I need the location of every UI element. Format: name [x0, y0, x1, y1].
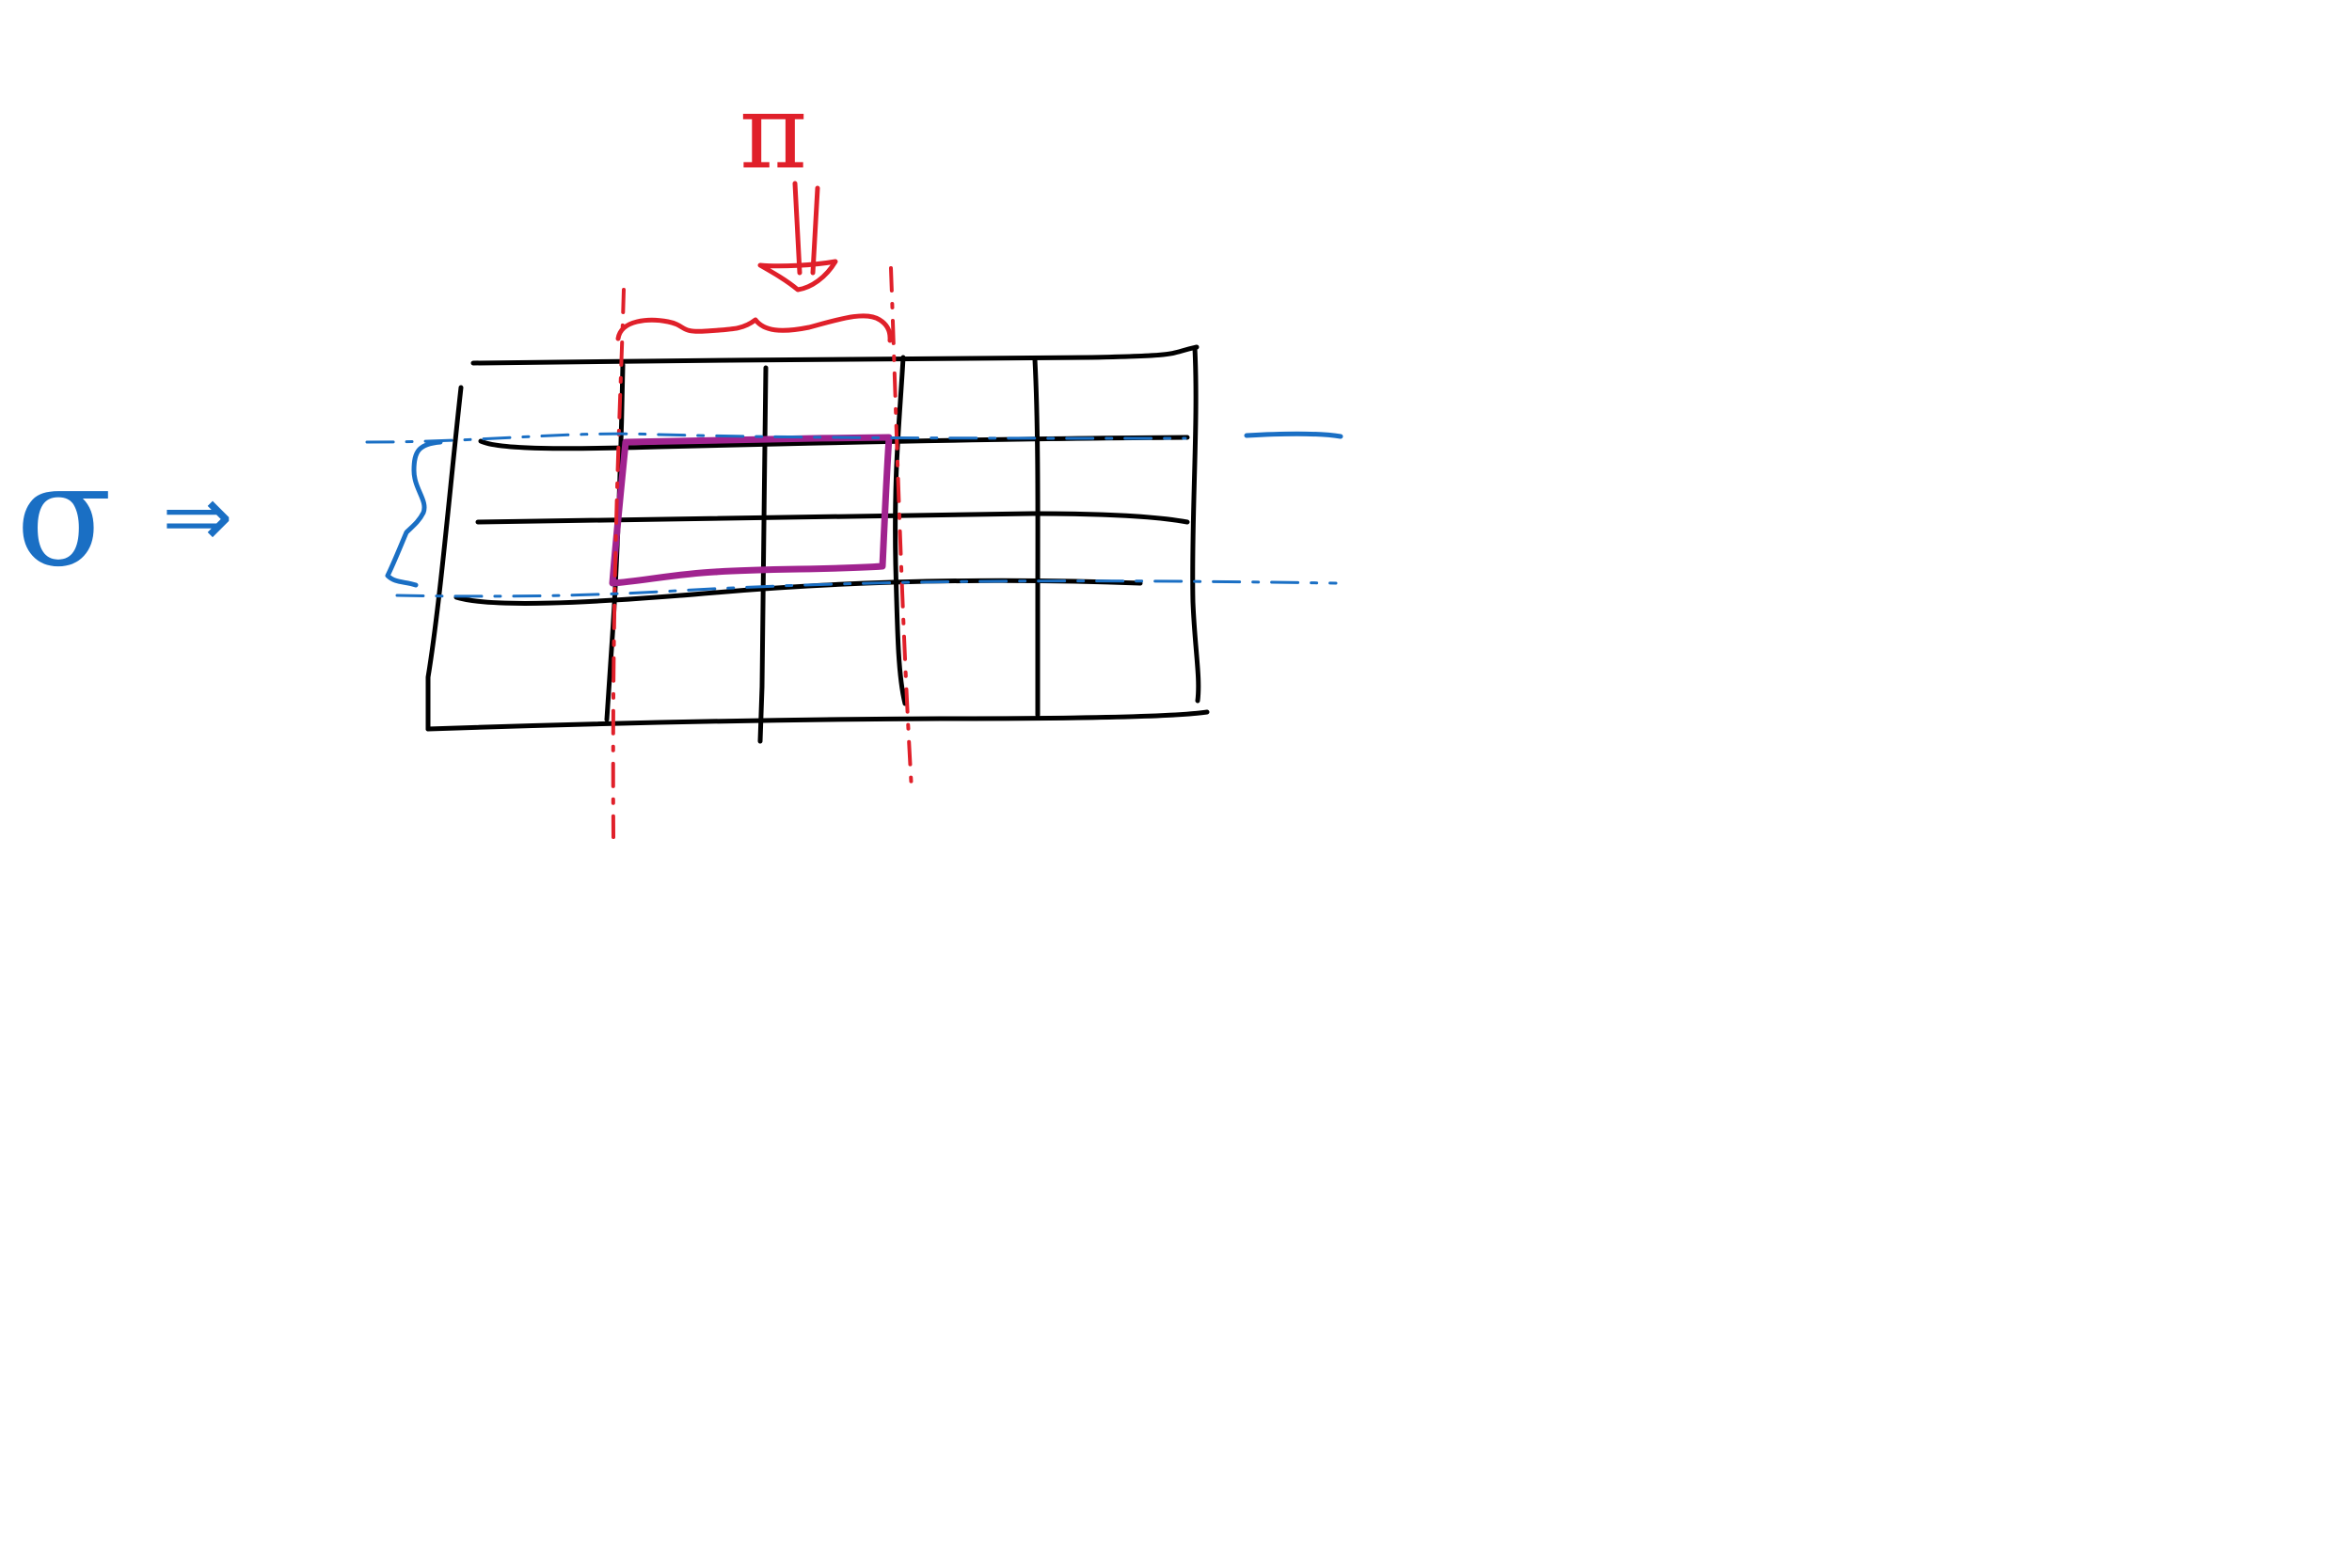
- projection-annotation: π: [611, 71, 914, 839]
- sigma-symbol: σ: [16, 435, 112, 598]
- grid-bottom-border: [425, 709, 1210, 732]
- grid-row-line-2: [475, 511, 1190, 525]
- selected-subgrid: [609, 434, 893, 587]
- selection-guide-top: [365, 432, 1187, 444]
- grid-row-line-3: [453, 578, 1143, 606]
- grid-col-line-4: [1032, 356, 1041, 718]
- projection-guide-left: [611, 288, 626, 839]
- grid-top-border: [470, 344, 1200, 366]
- grid-right-border: [1190, 345, 1201, 704]
- projection-guide-right: [889, 266, 914, 792]
- implies-arrow: ⇒: [162, 467, 232, 566]
- grid-left-border: [425, 385, 464, 732]
- selection-curly-brace: [385, 439, 443, 588]
- projection-arrow: [757, 181, 838, 293]
- selection-guide-top-tail: [1244, 431, 1343, 439]
- projection-curly-brace: [615, 313, 893, 343]
- table-grid: [425, 344, 1210, 744]
- pi-symbol: π: [739, 71, 807, 192]
- grid-col-line-2: [757, 365, 769, 744]
- selection-rectangle: [609, 434, 893, 587]
- selection-guide-bottom: [395, 579, 1338, 598]
- selection-annotation: σ ⇒: [16, 431, 1343, 598]
- grid-col-line-3: [893, 355, 908, 706]
